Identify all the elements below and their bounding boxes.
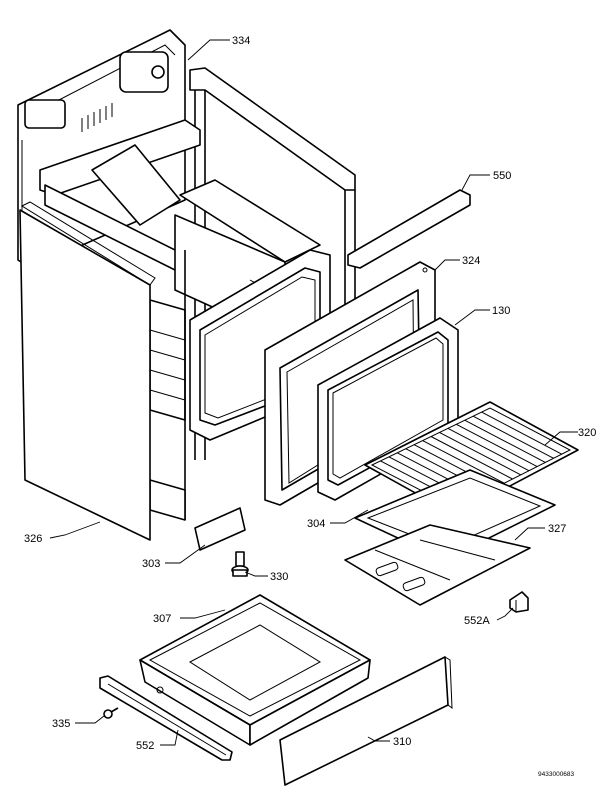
glass-panel: [194, 507, 246, 551]
label-304: 304: [307, 518, 325, 530]
label-324: 324: [462, 255, 480, 267]
label-303: 303: [142, 558, 160, 570]
label-335: 335: [52, 718, 70, 730]
label-552a: 552A: [464, 615, 490, 627]
drawer-front: [279, 656, 453, 786]
storage-drawer: [139, 594, 371, 746]
leader-lines: [49, 39, 578, 746]
label-320: 320: [578, 427, 596, 439]
label-327: 327: [548, 523, 566, 535]
side-panel: [19, 201, 156, 541]
baking-tray: [344, 469, 556, 606]
cabinet-frame: [39, 67, 356, 521]
label-552: 552: [136, 740, 154, 752]
label-307: 307: [153, 613, 171, 625]
drawing-code: 9433000683: [538, 771, 575, 778]
label-550: 550: [493, 170, 511, 182]
label-310: 310: [393, 736, 411, 748]
screw: [103, 707, 119, 719]
label-130: 130: [492, 305, 510, 317]
drawer-rail: [99, 675, 233, 761]
top-rail: [347, 189, 471, 269]
label-334: 334: [232, 35, 250, 47]
label-326: 326: [24, 533, 42, 545]
callout-labels: 334 550 324 130 320 326 304 327 303 330 …: [24, 35, 596, 752]
label-330: 330: [270, 571, 288, 583]
hinge-bracket: [509, 591, 529, 613]
